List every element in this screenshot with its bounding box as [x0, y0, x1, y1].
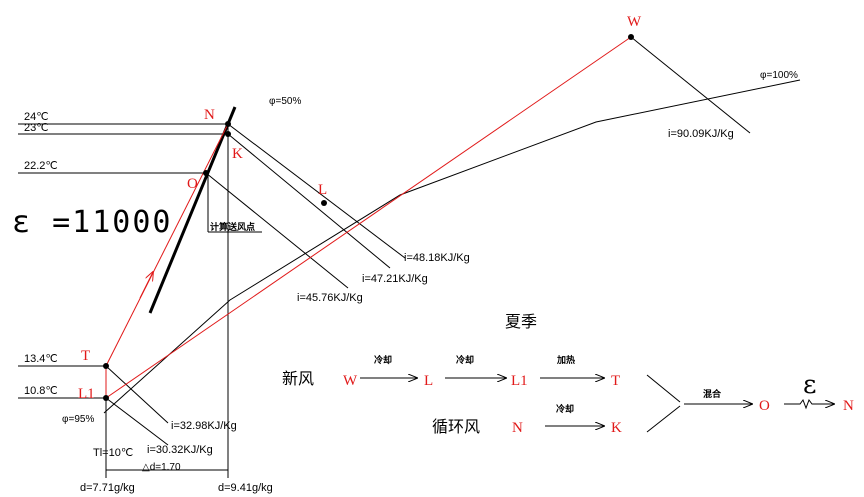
process-legend: 夏季 新风 W 冷却 L 冷却 L1 加热 T 循环风 N 冷却 K 混合 O … [282, 312, 854, 436]
label-22c: 22.2℃ [24, 160, 58, 172]
point-t [103, 363, 109, 369]
phi-100-curve [103, 79, 801, 414]
point-k [225, 131, 231, 137]
point-w [628, 34, 634, 40]
label-i-45: i=45.76KJ/Kg [297, 292, 363, 304]
point-n [225, 121, 231, 127]
out-epsilon: ε [803, 370, 816, 400]
state-points [103, 34, 634, 401]
label-w: W [627, 14, 642, 30]
process-arrow [139, 272, 153, 299]
row1-l: L [424, 373, 433, 389]
label-o: O [187, 176, 198, 192]
row1-t: T [611, 373, 620, 389]
row2-k: K [611, 420, 622, 436]
label-phi-95: φ=95% [62, 414, 94, 425]
heat-label: 加热 [556, 354, 575, 366]
fresh-air-label: 新风 [282, 369, 314, 388]
supply-point-label: 计算送风点 [210, 221, 255, 233]
label-k: K [232, 146, 243, 162]
label-l: L [318, 182, 327, 198]
label-23c: 23℃ [24, 122, 49, 134]
label-t: T [81, 348, 90, 364]
temperature-lines [18, 123, 228, 399]
return-air-label: 循环风 [432, 417, 480, 436]
label-d-7-71: d=7.71g/kg [80, 482, 135, 494]
epsilon-label: ε =11000 [12, 205, 173, 240]
process-t-to-n [105, 123, 229, 367]
arrow-epsilon [784, 398, 834, 410]
season-label: 夏季 [505, 312, 537, 331]
enthalpy-line-48 [227, 123, 406, 259]
process-lines [105, 36, 632, 399]
label-10c: 10.8℃ [24, 385, 58, 397]
enthalpy-line-32 [105, 365, 169, 424]
merge-line-bottom [646, 405, 681, 433]
row2-n: N [512, 420, 523, 436]
merge-line-top [646, 374, 681, 403]
process-w-to-l1 [105, 36, 632, 399]
row1-l1: L1 [511, 373, 528, 389]
point-l [321, 200, 327, 206]
label-i-48: i=48.18KJ/Kg [404, 252, 470, 264]
row1-w: W [343, 373, 358, 389]
label-tl: Tl=10℃ [93, 447, 133, 459]
label-i-30: i=30.32KJ/Kg [147, 444, 213, 456]
label-13c: 13.4℃ [24, 353, 58, 365]
label-phi-50: φ=50% [269, 96, 301, 107]
cool-label-1: 冷却 [374, 354, 392, 366]
cool-label-3: 冷却 [556, 403, 574, 415]
cool-label-2: 冷却 [456, 354, 474, 366]
enthalpy-line-47 [227, 133, 391, 269]
label-i-32: i=32.98KJ/Kg [171, 420, 237, 432]
label-n: N [204, 107, 215, 123]
enthalpy-line-90 [630, 36, 751, 134]
label-phi-100: φ=100% [760, 70, 798, 81]
heat-ratio-line [148, 106, 237, 314]
mix-label: 混合 [703, 388, 722, 400]
point-o [203, 170, 209, 176]
label-delta-d: △d=1.70 [142, 462, 181, 473]
out-n: N [843, 398, 854, 414]
label-l1: L1 [78, 386, 95, 402]
enthalpy-lines [105, 36, 751, 446]
enthalpy-line-30 [105, 397, 169, 446]
label-i-47: i=47.21KJ/Kg [362, 273, 428, 285]
label-24c: 24℃ [24, 111, 49, 123]
label-i-90: i=90.09KJ/Kg [668, 128, 734, 140]
point-l1 [103, 395, 109, 401]
label-d-9-41: d=9.41g/kg [218, 482, 273, 494]
enthalpy-line-45 [205, 172, 349, 289]
out-o: O [759, 398, 770, 414]
